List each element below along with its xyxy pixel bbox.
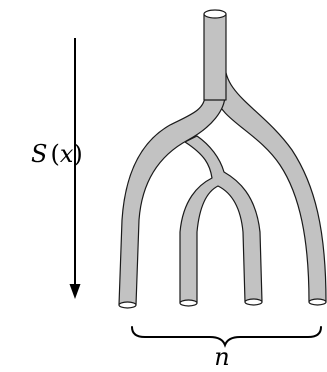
brace: [131, 326, 322, 348]
tube-trunk: [203, 13, 227, 101]
function-label: S(x): [31, 140, 83, 168]
trunk-opening: [203, 9, 227, 19]
tube-opening-2: [179, 299, 198, 307]
function-name: S: [31, 140, 47, 168]
tube-opening-3: [244, 298, 263, 306]
tube-opening-1: [118, 301, 137, 309]
close-paren: ): [73, 140, 82, 168]
function-variable: x: [60, 140, 74, 168]
count-label: n: [214, 343, 229, 371]
open-paren: (: [50, 140, 59, 168]
tube-opening-4: [308, 298, 327, 306]
tube-inner-left: [179, 135, 263, 304]
downward-arrow: [69, 38, 81, 299]
arrow-head: [69, 284, 81, 299]
branching-tubes: [118, 9, 327, 309]
